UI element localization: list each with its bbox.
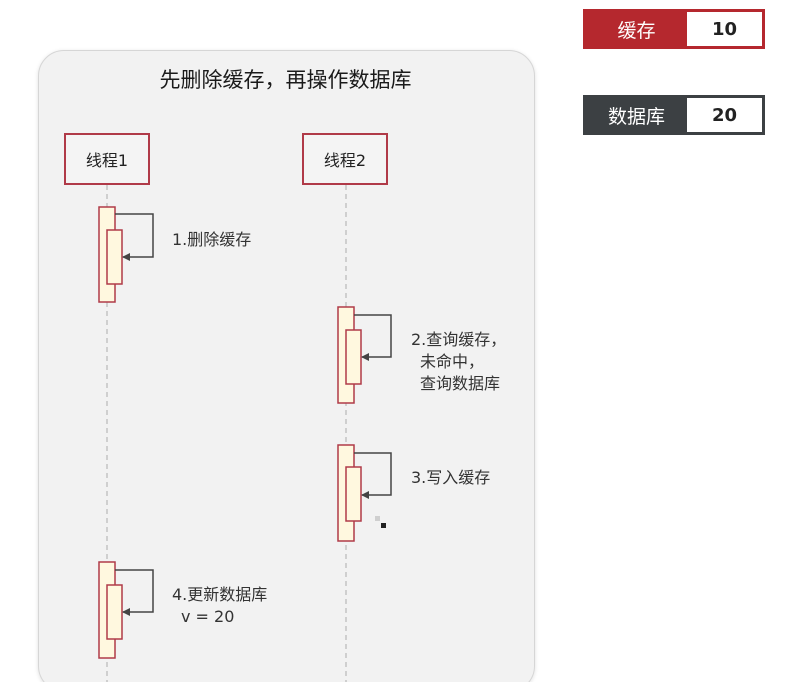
self-call-arrow <box>115 213 154 261</box>
database-value: 20 <box>687 98 762 132</box>
self-call-arrow <box>115 569 154 616</box>
self-call-arrow <box>354 452 392 499</box>
cursor-mark-shadow <box>375 516 380 521</box>
cache-label: 缓存 <box>586 12 687 46</box>
step-2-line-3: 查询数据库 <box>420 374 501 393</box>
step-2-line-2: 未命中， <box>420 352 485 371</box>
step-2-label: 2.查询缓存， 未命中， 查询数据库 <box>411 329 506 395</box>
step-3-line-1: 3.写入缓存 <box>411 468 491 487</box>
step-4-label: 4.更新数据库 v = 20 <box>172 584 267 628</box>
step-3-label: 3.写入缓存 <box>411 467 490 489</box>
thread-1-box: 线程1 <box>64 133 150 185</box>
cache-state-badge: 缓存 10 <box>583 9 765 49</box>
step-1-line-1: 1.删除缓存 <box>172 230 252 249</box>
activation-bar-inner <box>345 466 362 522</box>
step-4-line-2: v = 20 <box>181 607 235 626</box>
database-label: 数据库 <box>586 98 687 132</box>
activation-bar-inner <box>106 584 123 640</box>
self-call-arrow <box>354 314 392 361</box>
diagram-title: 先删除缓存，再操作数据库 <box>159 68 412 92</box>
activation-bar-inner <box>345 329 362 385</box>
activation-bar-inner <box>106 229 123 285</box>
database-state-badge: 数据库 20 <box>583 95 765 135</box>
step-1-label: 1.删除缓存 <box>172 229 251 251</box>
thread-2-box: 线程2 <box>302 133 388 185</box>
cache-value: 10 <box>687 12 762 46</box>
step-4-line-1: 4.更新数据库 <box>172 585 268 604</box>
cursor-mark <box>381 523 386 528</box>
step-2-line-1: 2.查询缓存， <box>411 330 507 349</box>
